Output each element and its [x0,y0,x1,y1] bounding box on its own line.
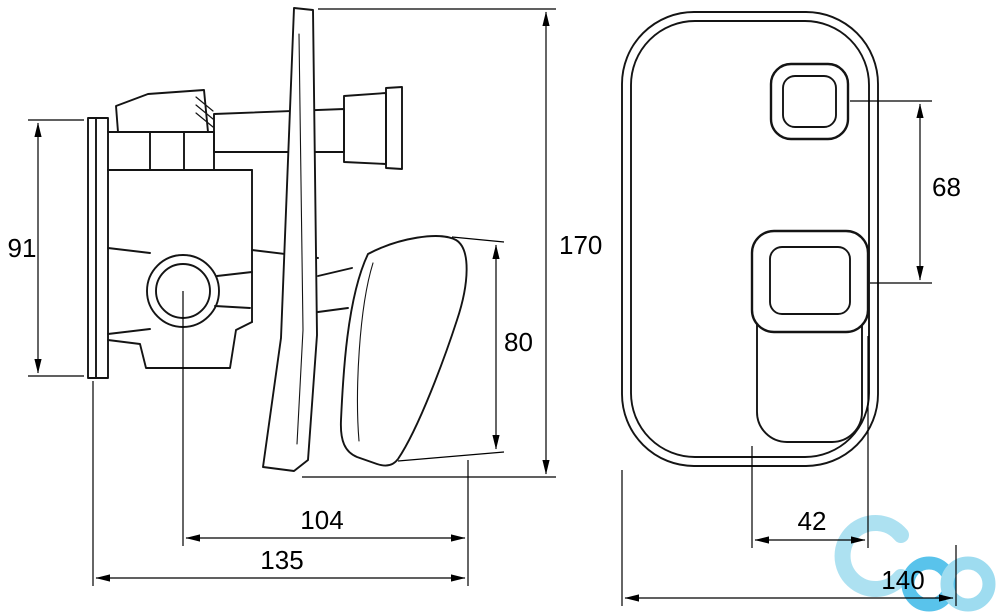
watermark-loop-right-icon [940,556,996,612]
dim-140-label: 140 [881,565,924,595]
dim-80-label: 80 [504,327,533,357]
diverter-button-front [769,62,850,141]
front-view [621,11,879,467]
lever-handle-profile [339,235,468,467]
dim-42-label: 42 [798,506,827,536]
valve-housing [107,89,215,171]
lever-handle-front [750,229,870,443]
lever-edge-line [357,262,374,442]
dim-68-label: 68 [932,172,961,202]
watermark-c-icon [834,515,909,597]
dimension-plate-width: 140 [621,470,957,606]
dimension-handle-width: 42 [751,336,869,548]
side-view [87,7,468,472]
front-plate [621,11,879,467]
wall-mount-plate [87,117,109,379]
dimension-button-offset: 68 [850,100,961,284]
dim-104-label: 104 [300,505,343,535]
escutcheon-edge-line [296,33,304,445]
watermark-logo [834,515,996,612]
dimension-handle-height: 80 [397,236,533,462]
dim-135-label: 135 [260,545,303,575]
dim-170-label: 170 [559,230,602,260]
dimension-depth-to-handle: 104 [182,291,469,586]
dimension-depth-overall: 135 [92,381,466,586]
dimension-overall-height: 170 [302,8,602,478]
dimension-plate-height: 91 [8,119,84,377]
dim-91-label: 91 [8,233,37,263]
escutcheon-profile [262,7,318,472]
